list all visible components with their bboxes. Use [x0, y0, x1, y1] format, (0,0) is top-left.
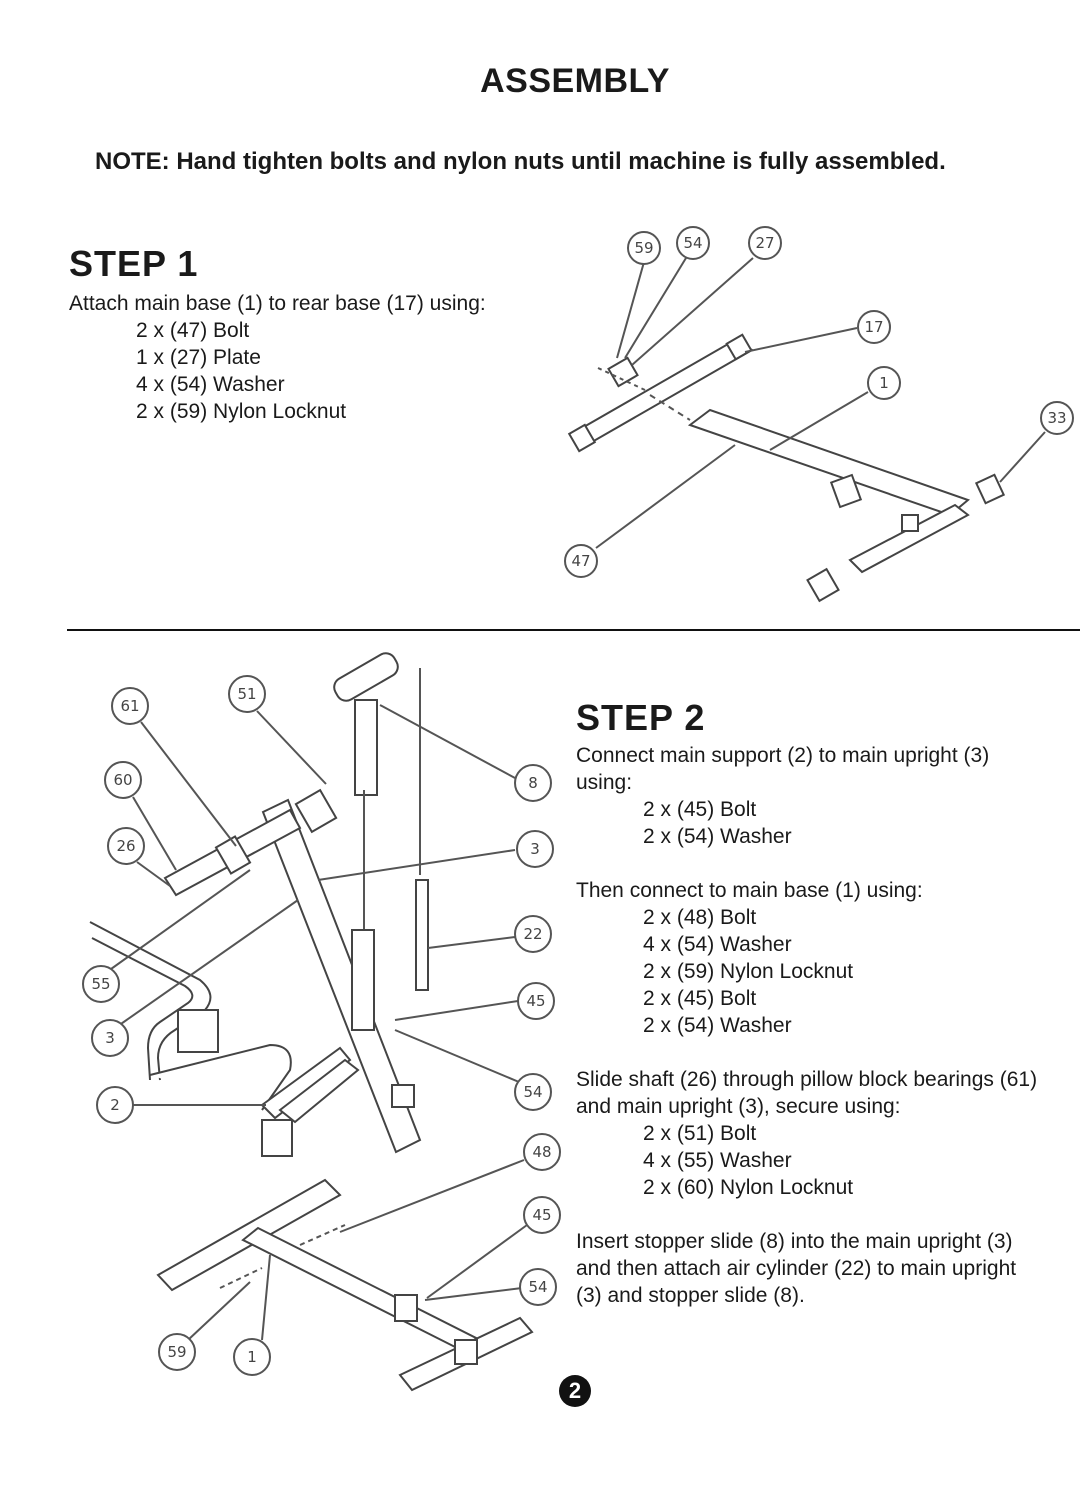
svg-text:3: 3 — [105, 1029, 115, 1047]
step2-item: 2 x (60) Nylon Locknut — [643, 1176, 854, 1199]
svg-text:47: 47 — [571, 552, 590, 570]
step2-insert-line: and then attach air cylinder (22) to mai… — [576, 1257, 1017, 1280]
callout-2: 2 — [96, 1086, 134, 1124]
callout-22: 22 — [514, 915, 552, 953]
page-number: 2 — [559, 1375, 591, 1407]
step2-instructions: Connect main support (2) to main upright… — [576, 742, 1037, 1309]
step1-item: 2 x (59) Nylon Locknut — [136, 400, 347, 423]
page-title: ASSEMBLY — [480, 62, 670, 100]
callout-1: 1 — [867, 366, 901, 400]
section-divider — [67, 629, 1080, 631]
svg-text:3: 3 — [530, 840, 540, 858]
step2-item: 2 x (54) Washer — [643, 1014, 792, 1037]
callout-55: 55 — [82, 965, 120, 1003]
step2-item: 2 x (48) Bolt — [643, 906, 757, 929]
callout-60: 60 — [104, 761, 142, 799]
step2-intro-line: Connect main support (2) to main upright… — [576, 744, 990, 767]
step2-item: 2 x (54) Washer — [643, 825, 792, 848]
callout-17: 17 — [857, 310, 891, 344]
svg-text:59: 59 — [167, 1343, 186, 1361]
step1-diagram: 59 54 27 17 1 33 47 — [564, 226, 1074, 603]
svg-text:51: 51 — [237, 685, 256, 703]
step2-item: 2 x (45) Bolt — [643, 987, 757, 1010]
svg-text:59: 59 — [634, 239, 653, 257]
callout-54: 54 — [676, 226, 710, 260]
svg-text:54: 54 — [528, 1278, 547, 1296]
callout-47: 47 — [564, 544, 598, 578]
callout-33: 33 — [1040, 401, 1074, 435]
step2-intro-line: using: — [576, 771, 633, 794]
step1-instructions: Attach main base (1) to rear base (17) u… — [69, 290, 486, 425]
svg-text:60: 60 — [113, 771, 132, 789]
callout-27: 27 — [748, 226, 782, 260]
svg-text:22: 22 — [523, 925, 542, 943]
step2-slide-line: Slide shaft (26) through pillow block be… — [576, 1068, 1038, 1091]
svg-text:2: 2 — [110, 1096, 120, 1114]
step1-item: 2 x (47) Bolt — [136, 319, 250, 342]
step1-item: 1 x (27) Plate — [136, 346, 261, 369]
step2-item: 2 x (59) Nylon Locknut — [643, 960, 854, 983]
callout-54: 54 — [514, 1073, 552, 1111]
callout-59: 59 — [158, 1333, 196, 1371]
step2-item: 4 x (55) Washer — [643, 1149, 792, 1172]
callout-8: 8 — [514, 764, 552, 802]
svg-text:55: 55 — [91, 975, 110, 993]
svg-text:26: 26 — [116, 837, 135, 855]
callout-3: 3 — [91, 1019, 129, 1057]
svg-text:17: 17 — [864, 318, 883, 336]
step2-insert-line: (3) and stopper slide (8). — [576, 1284, 805, 1307]
step2-heading: STEP 2 — [576, 697, 706, 738]
step2-then-line: Then connect to main base (1) using: — [576, 879, 923, 902]
svg-text:45: 45 — [526, 992, 545, 1010]
assembly-note: NOTE: Hand tighten bolts and nylon nuts … — [95, 148, 946, 175]
step2-item: 2 x (51) Bolt — [643, 1122, 757, 1145]
step2-item: 4 x (54) Washer — [643, 933, 792, 956]
svg-text:1: 1 — [247, 1348, 257, 1366]
svg-text:33: 33 — [1047, 409, 1066, 427]
step2-item: 2 x (45) Bolt — [643, 798, 757, 821]
callout-26: 26 — [107, 827, 145, 865]
callout-3: 3 — [516, 830, 554, 868]
callout-45: 45 — [523, 1196, 561, 1234]
svg-text:27: 27 — [755, 234, 774, 252]
callout-54: 54 — [519, 1268, 557, 1306]
svg-text:54: 54 — [683, 234, 702, 252]
step1-intro: Attach main base (1) to rear base (17) u… — [69, 292, 486, 315]
svg-text:45: 45 — [532, 1206, 551, 1224]
callout-48: 48 — [523, 1133, 561, 1171]
svg-text:1: 1 — [879, 374, 889, 392]
callout-51: 51 — [228, 675, 266, 713]
callout-1: 1 — [233, 1338, 271, 1376]
svg-text:48: 48 — [532, 1143, 551, 1161]
svg-text:54: 54 — [523, 1083, 542, 1101]
step2-insert-line: Insert stopper slide (8) into the main u… — [576, 1230, 1013, 1253]
callout-61: 61 — [111, 687, 149, 725]
svg-text:8: 8 — [528, 774, 538, 792]
svg-text:61: 61 — [120, 697, 139, 715]
step1-heading: STEP 1 — [69, 243, 199, 284]
callout-45: 45 — [517, 982, 555, 1020]
step1-item: 4 x (54) Washer — [136, 373, 285, 396]
step2-slide-line: and main upright (3), secure using: — [576, 1095, 901, 1118]
callout-59: 59 — [627, 231, 661, 265]
